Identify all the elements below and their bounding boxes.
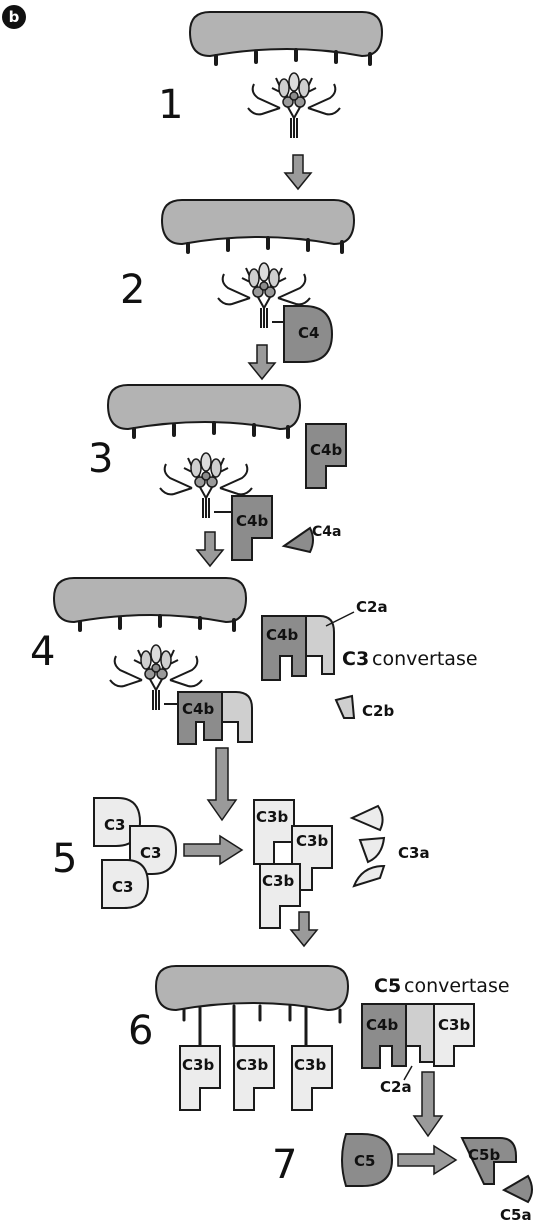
- c4b-label: C4b: [266, 626, 298, 644]
- c2b-label: C2b: [362, 702, 394, 720]
- right-arrow-icon: [184, 836, 242, 864]
- c3b-label: C3b: [296, 832, 328, 850]
- step-number: 3: [88, 436, 113, 482]
- c4b-label: C4b: [182, 700, 214, 718]
- c3b-label: C3b: [294, 1056, 326, 1074]
- step-6: 6 C3b C3b C3b C5 convertase C4b C3b C2a: [128, 966, 510, 1136]
- step-5: 5 C3 C3 C3 C3b C3b C3b C3a: [52, 798, 430, 946]
- bacterium: [108, 385, 300, 429]
- c4-label: C4: [298, 324, 319, 342]
- step-number: 7: [272, 1142, 297, 1188]
- bacterium: [190, 12, 382, 56]
- step-2: 2 C4: [120, 200, 354, 379]
- c3a-label: C3a: [398, 844, 430, 862]
- bacterium: [162, 200, 354, 244]
- c4a-fragment: [284, 528, 313, 552]
- bacterium: [156, 966, 348, 1010]
- step-number: 1: [158, 82, 183, 128]
- step-number: 4: [30, 629, 55, 675]
- c5-label: C5: [354, 1152, 375, 1170]
- step-1: 1: [158, 12, 382, 189]
- c5a-label: C5a: [500, 1206, 532, 1224]
- antibody-cluster: [248, 73, 340, 138]
- c5a-fragment: [504, 1176, 532, 1202]
- bound-c3b-row: C3b C3b C3b: [180, 1046, 332, 1110]
- panel-label: b: [9, 8, 20, 26]
- step-3: 3 C4b C4b C4a: [88, 385, 346, 566]
- c5-convertase-complex: C4b C3b: [362, 1004, 474, 1068]
- bound-c4b2a: C4b: [178, 692, 252, 744]
- bacterium: [54, 578, 246, 622]
- c5-convertase-word: convertase: [404, 975, 510, 997]
- right-arrow-icon: [398, 1146, 456, 1174]
- step-number: 2: [120, 267, 145, 313]
- c3-label: C3: [104, 816, 125, 834]
- c4a-label: C4a: [312, 524, 341, 540]
- c3b-label: C3b: [256, 808, 288, 826]
- c2a-label: C2a: [356, 598, 388, 616]
- c3b-label: C3b: [438, 1016, 470, 1034]
- down-arrow-icon: [249, 345, 275, 379]
- step-7: 7 C5 C5b C5a: [272, 1134, 532, 1224]
- c5-convertase-prefix: C5: [374, 975, 401, 997]
- c2a-label: C2a: [380, 1078, 412, 1096]
- step-number: 6: [128, 1008, 153, 1054]
- c3b-proteins: C3b C3b C3b: [254, 800, 332, 928]
- c3-convertase-word: convertase: [372, 648, 478, 670]
- c5b-label: C5b: [468, 1146, 500, 1164]
- down-arrow-icon: [208, 748, 236, 820]
- c3-label: C3: [112, 878, 133, 896]
- c4b-label: C4b: [310, 441, 342, 459]
- c3-convertase-prefix: C3: [342, 648, 369, 670]
- c3-convertase-complex: C4b: [262, 616, 334, 680]
- panel-badge: b: [2, 5, 26, 29]
- c4b-label: C4b: [366, 1016, 398, 1034]
- down-arrow-icon: [291, 912, 317, 946]
- c3a-fragments: [352, 806, 384, 886]
- down-arrow-icon: [197, 532, 223, 566]
- c3-proteins: C3 C3 C3: [94, 798, 176, 908]
- step-number: 5: [52, 836, 77, 882]
- down-arrow-icon: [285, 155, 311, 189]
- down-arrow-icon: [414, 1072, 442, 1136]
- c3b-label: C3b: [262, 872, 294, 890]
- c2b-fragment: [336, 696, 354, 718]
- c3-label: C3: [140, 844, 161, 862]
- c4b-label: C4b: [236, 512, 268, 530]
- c3b-label: C3b: [182, 1056, 214, 1074]
- step-4: 4 C4b C2a C3 convertase C4b C2b: [30, 578, 478, 820]
- c3b-label: C3b: [236, 1056, 268, 1074]
